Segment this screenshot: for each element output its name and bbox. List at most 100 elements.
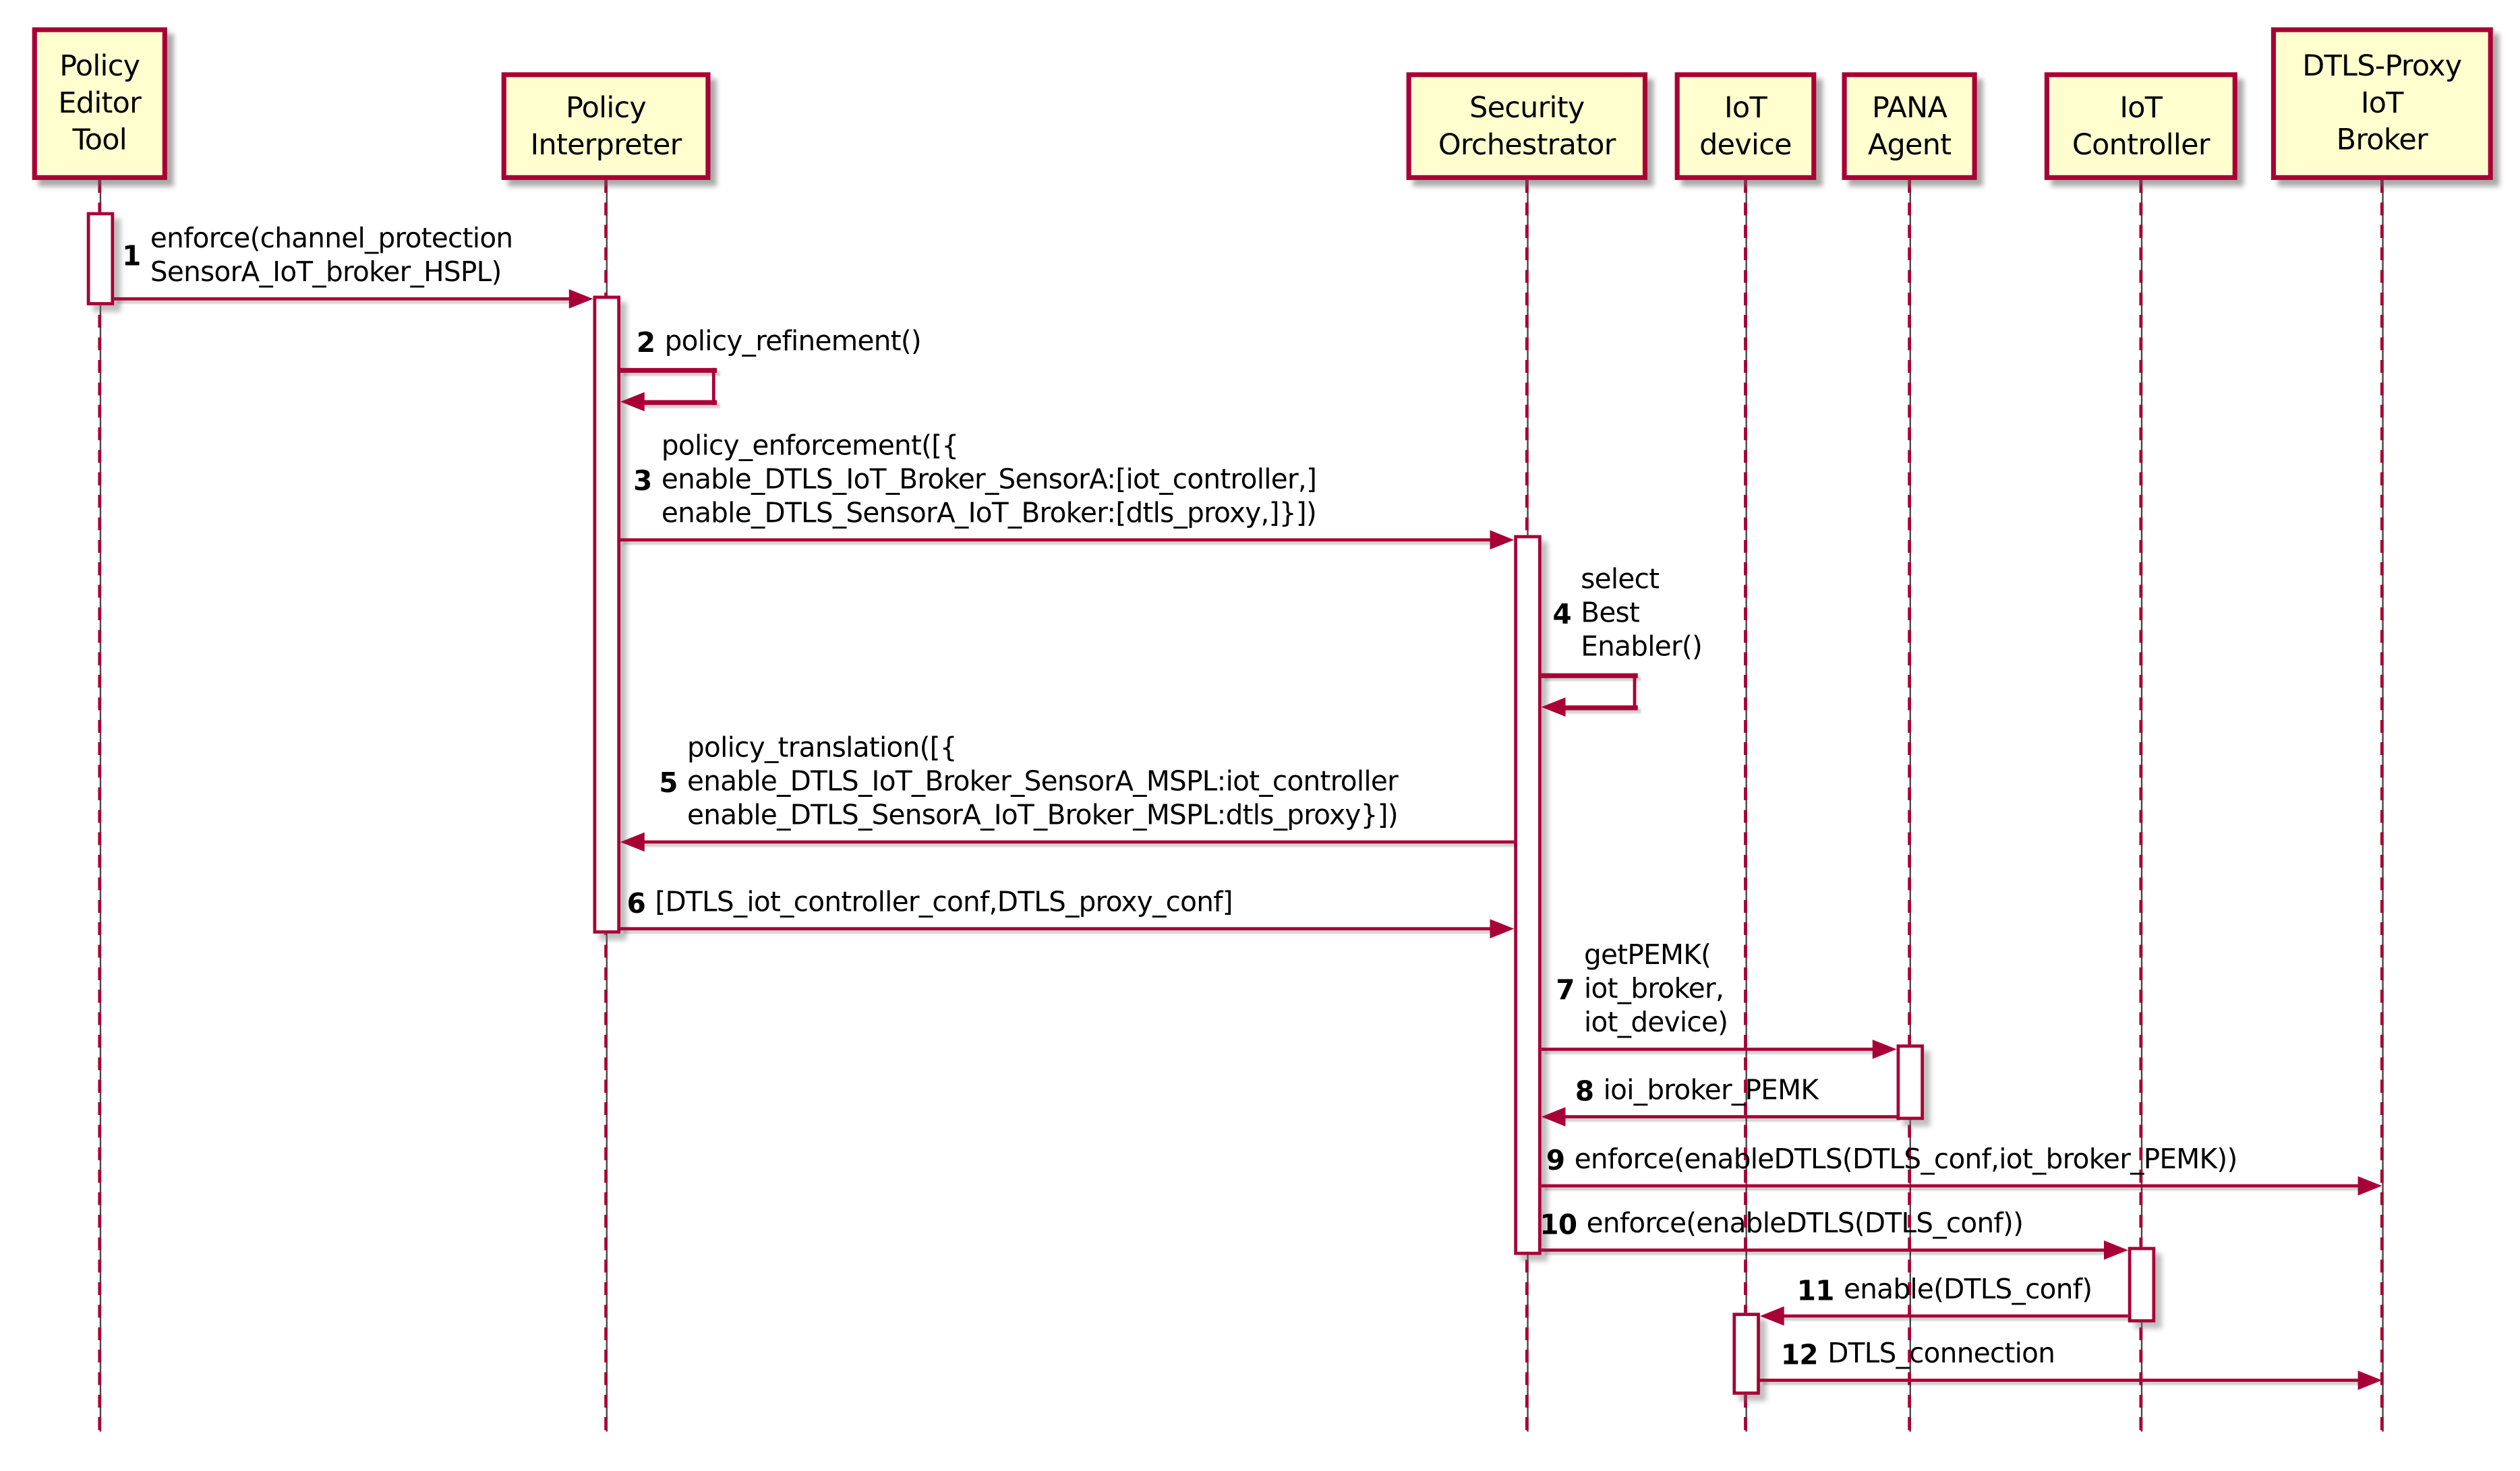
message-2-loop-bottom <box>639 400 716 404</box>
message-2-loop-side <box>711 367 716 404</box>
message-9-arrow <box>1540 1183 2365 1189</box>
sequence-number: 2 <box>636 327 655 359</box>
message-9-label: 9 enforce(enableDTLS(DTLS_conf,iot_broker… <box>1546 1144 2237 1178</box>
participant-label: PANA <box>1872 90 1947 125</box>
participant-label: Orchestrator <box>1438 127 1616 162</box>
participant-label: Broker <box>2336 123 2428 158</box>
message-4-loop-side <box>1633 673 1637 710</box>
message-11-arrow <box>1776 1313 2128 1319</box>
message-10-arrowhead <box>2103 1239 2128 1259</box>
message-7-arrow <box>1540 1047 1879 1052</box>
message-text-line: enforce(channel_protection <box>150 223 513 256</box>
participant-label: Security <box>1469 90 1585 125</box>
message-8-label: 8 ioi_broker_PEMK <box>1575 1075 1819 1109</box>
message-10-arrow <box>1540 1248 2110 1253</box>
message-text-line: enable(DTLS_conf) <box>1844 1274 2092 1307</box>
message-text: enable(DTLS_conf) <box>1844 1274 2092 1308</box>
message-text-line: enforce(enableDTLS(DTLS_conf)) <box>1586 1208 2024 1241</box>
message-text-line: enable_DTLS_IoT_Broker_SensorA_MSPL:iot_… <box>687 766 1399 799</box>
message-text-line: enable_DTLS_IoT_Broker_SensorA:[iot_cont… <box>661 464 1317 497</box>
message-12-arrowhead <box>2357 1369 2382 1389</box>
sequence-number: 8 <box>1575 1075 1594 1108</box>
lifeline-dtls-proxy-iot-broker <box>2379 179 2384 1432</box>
message-text: policy_enforcement([{enable_DTLS_IoT_Bro… <box>661 430 1317 532</box>
message-5-arrowhead <box>619 831 644 851</box>
message-text: ioi_broker_PEMK <box>1604 1075 1819 1109</box>
message-text: DTLS_connection <box>1827 1338 2055 1372</box>
message-8-arrow <box>1558 1114 1896 1119</box>
activation-bar-iot-device <box>1732 1313 1759 1395</box>
participant-label: IoT <box>2360 86 2404 121</box>
sequence-number: 11 <box>1796 1275 1835 1307</box>
participant-label: device <box>1699 127 1792 162</box>
activation-bar-policy-interpreter <box>592 295 620 934</box>
message-text-line: enable_DTLS_SensorA_IoT_Broker_MSPL:dtls… <box>687 800 1399 833</box>
message-4-arrowhead <box>1540 696 1565 717</box>
message-11-arrowhead <box>1759 1305 1784 1325</box>
message-text-line: SensorA_IoT_broker_HSPL) <box>150 257 502 290</box>
sequence-number: 3 <box>633 465 652 498</box>
message-6-arrowhead <box>1489 918 1514 938</box>
message-3-arrowhead <box>1489 529 1514 549</box>
message-text-line: policy_refinement() <box>664 326 922 359</box>
sequence-number: 1 <box>122 241 141 274</box>
message-2-label: 2 policy_refinement() <box>636 326 922 360</box>
message-4-loop-top <box>1540 673 1637 678</box>
lifeline-iot-device <box>1742 179 1748 1432</box>
message-11-label: 11 enable(DTLS_conf) <box>1797 1274 2092 1308</box>
message-text-line: Enabler() <box>1581 631 1703 664</box>
message-7-arrowhead <box>1871 1038 1896 1058</box>
activation-bar-security-orchestrator <box>1513 535 1541 1255</box>
message-5-arrow <box>637 839 1514 845</box>
message-text-line: enforce(enableDTLS(DTLS_conf,iot_broker_… <box>1574 1144 2238 1176</box>
participant-label: IoT <box>1724 90 1767 125</box>
message-6-label: 6[DTLS_iot_controller_conf,DTLS_proxy_co… <box>627 887 1233 921</box>
message-text-line: ioi_broker_PEMK <box>1603 1075 1819 1108</box>
lifeline-pana-agent <box>1907 179 1912 1432</box>
participant-label: Tool <box>72 123 127 158</box>
message-text: policy_translation([{enable_DTLS_IoT_Bro… <box>687 733 1399 834</box>
message-8-arrowhead <box>1540 1106 1565 1126</box>
participant-label: Policy <box>59 49 140 84</box>
message-3-arrow <box>619 537 1496 542</box>
message-text-line: DTLS_connection <box>1827 1338 2055 1371</box>
lifeline-policy-editor-tool <box>97 179 102 1432</box>
message-text-line: getPEMK( <box>1584 940 1711 973</box>
activation-bar-pana-agent <box>1896 1044 1923 1120</box>
message-text-line: enable_DTLS_SensorA_IoT_Broker:[dtls_pro… <box>661 498 1317 531</box>
sequence-number: 4 <box>1552 598 1571 631</box>
participant-label: Interpreter <box>530 127 682 162</box>
message-2-loop-top <box>619 367 716 373</box>
message-4-loop-bottom <box>1560 705 1637 710</box>
message-text-line: iot_broker, <box>1584 973 1724 1007</box>
message-text-line: iot_device) <box>1584 1007 1728 1040</box>
message-text-line: [DTLS_iot_controller_conf,DTLS_proxy_con… <box>655 887 1233 920</box>
activation-bar-policy-editor-tool <box>86 212 114 305</box>
sequence-number: 9 <box>1546 1145 1565 1177</box>
message-text: [DTLS_iot_controller_conf,DTLS_proxy_con… <box>655 887 1233 921</box>
participant-label: IoT <box>2119 90 2163 125</box>
participant-label: DTLS-Proxy <box>2302 49 2462 84</box>
message-text-line: select <box>1581 564 1660 597</box>
message-text: policy_refinement() <box>664 326 922 360</box>
participant-label: Policy <box>565 90 647 125</box>
message-2-arrowhead <box>619 392 644 411</box>
message-text-line: policy_enforcement([{ <box>661 430 959 463</box>
lifeline-iot-controller <box>2138 179 2143 1432</box>
